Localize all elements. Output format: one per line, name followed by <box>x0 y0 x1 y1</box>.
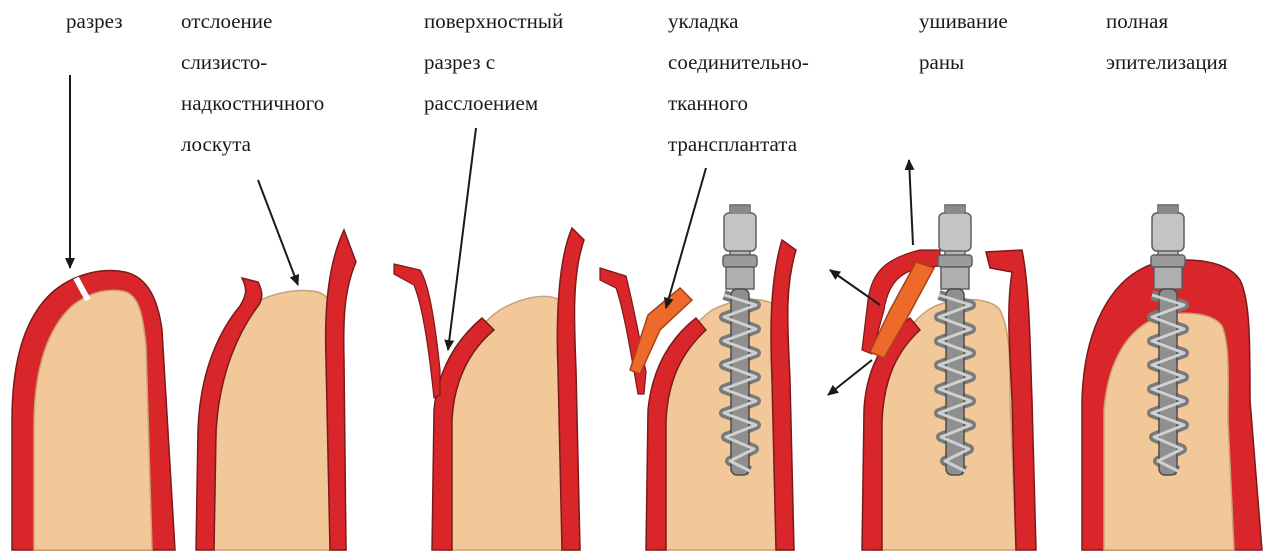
arrow-left-down <box>828 360 872 395</box>
arrow-graft <box>666 168 706 308</box>
arrow-up <box>909 160 913 245</box>
arrow-split <box>448 128 476 350</box>
panel-flap <box>196 180 356 550</box>
arrow-flap <box>258 180 298 285</box>
panel-suture <box>828 160 1036 550</box>
panel-split <box>394 128 584 550</box>
panel-incision <box>12 75 175 550</box>
panel-healing <box>1082 205 1262 550</box>
panel-graft <box>600 168 796 550</box>
